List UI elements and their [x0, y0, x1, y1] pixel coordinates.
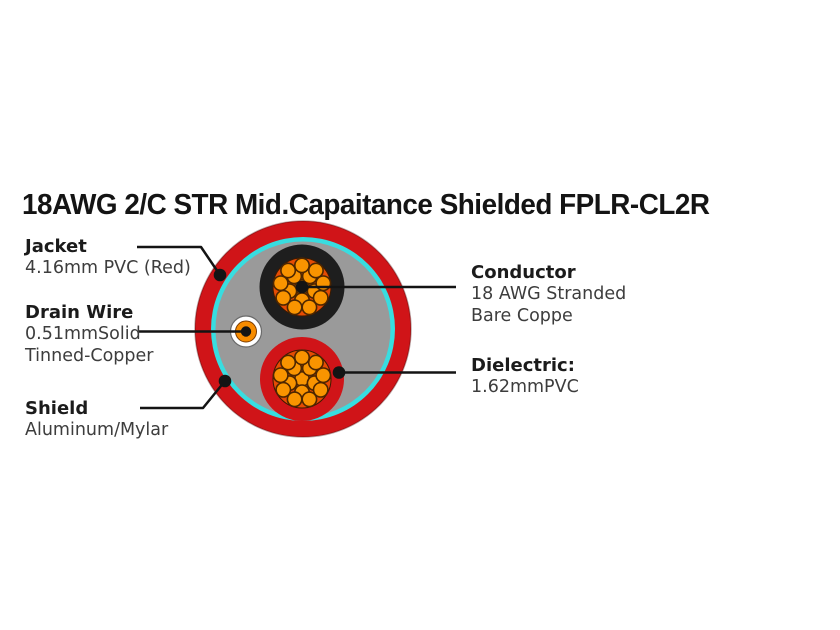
copper-strand [307, 354, 324, 371]
copper-strand [315, 367, 332, 384]
copper-strand [280, 262, 297, 279]
conductor-label-title: Conductor [471, 262, 576, 283]
conductor-anchor-dot [295, 280, 309, 294]
conductor-bottom [260, 337, 344, 421]
copper-strand [312, 381, 329, 398]
copper-strand [272, 275, 289, 292]
jacket-label: Jacket 4.16mm PVC (Red) [25, 236, 191, 279]
jacket-anchor-dot [213, 268, 227, 282]
shield-label-title: Shield [25, 398, 89, 419]
shield-label-spec: Aluminum/Mylar [25, 420, 169, 440]
drain-wire-label-spec-1: 0.51mmSolid [25, 324, 141, 344]
copper-strand [275, 381, 292, 398]
copper-strand [272, 367, 289, 384]
page-title: 18AWG 2/C STR Mid.Capaitance Shielded FP… [22, 189, 710, 222]
shield-label: Shield Aluminum/Mylar [25, 398, 168, 441]
copper-strand [275, 289, 292, 306]
conductor-bottom-strands [272, 349, 332, 408]
copper-strand [301, 299, 318, 316]
dielectric-anchor-dot [332, 366, 346, 379]
copper-strand [312, 289, 329, 306]
copper-strand [293, 257, 310, 274]
dielectric-label-spec: 1.62mmPVC [471, 377, 579, 397]
jacket-label-spec: 4.16mm PVC (Red) [25, 258, 191, 278]
conductor-label: Conductor 18 AWG Stranded Bare Coppe [471, 262, 626, 327]
shield-anchor-dot [218, 374, 232, 388]
jacket-label-title: Jacket [25, 236, 87, 257]
drain-wire-label: Drain Wire 0.51mmSolid Tinned-Copper [25, 302, 154, 367]
copper-strand [286, 299, 303, 316]
conductor-label-spec-1: 18 AWG Stranded [471, 284, 627, 304]
copper-strand [286, 391, 303, 408]
drain-wire-label-title: Drain Wire [25, 302, 134, 323]
copper-strand [280, 354, 297, 371]
shield-leader-line [140, 380, 226, 410]
drain-wire-label-spec-2: Tinned-Copper [25, 346, 154, 366]
conductor-label-spec-2: Bare Coppe [471, 306, 573, 326]
copper-strand [301, 391, 318, 408]
copper-strand [307, 262, 324, 279]
dielectric-label-title: Dielectric: [471, 355, 575, 376]
dielectric-label: Dielectric: 1.62mmPVC [471, 355, 579, 398]
jacket-leader-line [137, 245, 222, 276]
copper-strand [293, 349, 310, 366]
